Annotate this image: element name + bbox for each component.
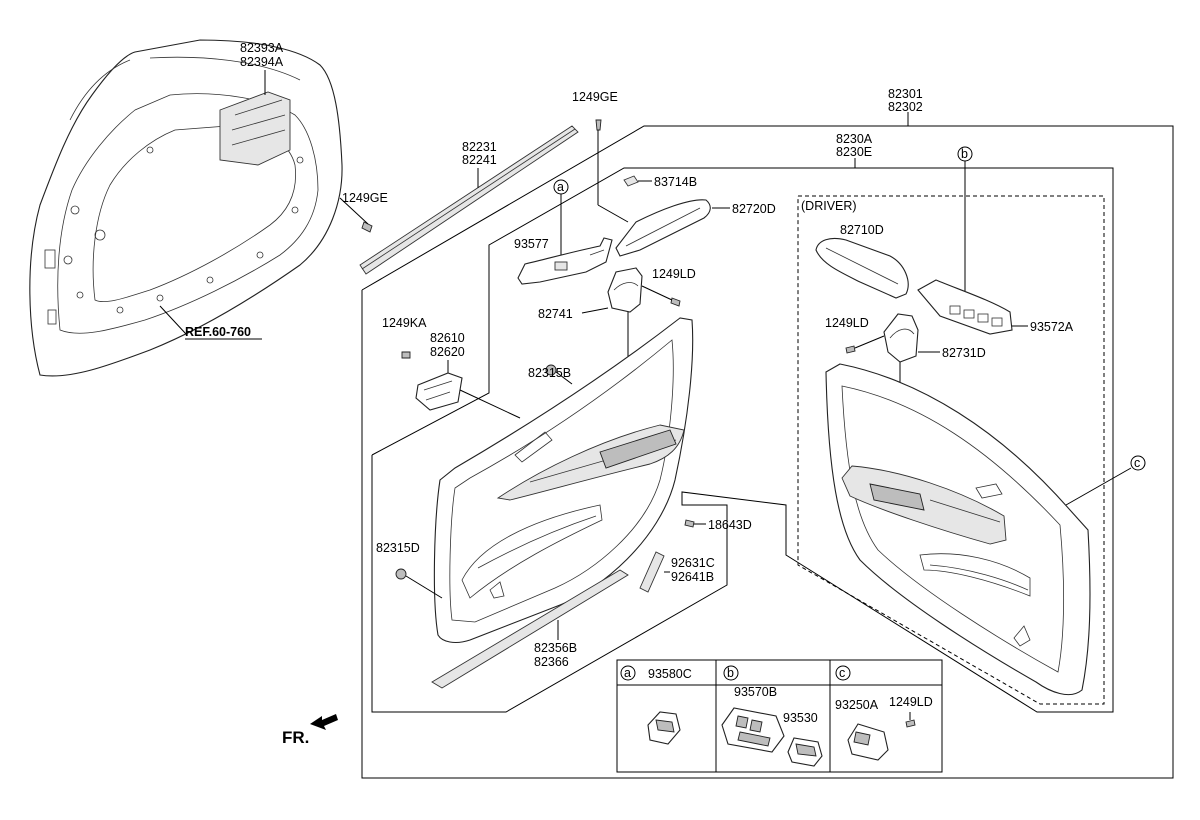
driver-door-trim: [825, 363, 1091, 696]
front-arrow-icon: [310, 714, 338, 730]
assembly-frames: [361, 112, 1174, 779]
label-82366: 82366: [534, 655, 569, 669]
label-83714B: 83714B: [654, 175, 697, 189]
legend-a-letter: a: [624, 666, 631, 680]
label-1249KA: 1249KA: [382, 316, 427, 330]
label-1249GE-left: 1249GE: [342, 191, 388, 205]
callout-a-letter: a: [557, 180, 564, 194]
door-inner-panel: [29, 39, 373, 377]
label-18643D: 18643D: [708, 518, 752, 532]
label-82301: 82301: [888, 87, 923, 101]
fr-text: FR.: [282, 728, 309, 747]
label-82356B: 82356B: [534, 641, 577, 655]
front-direction-marker: FR.: [282, 714, 338, 747]
label-82710D: 82710D: [840, 223, 884, 237]
label-82393A: 82393A: [240, 41, 284, 55]
label-1249LD-mid: 1249LD: [652, 267, 696, 281]
ref-text: REF.60-760: [185, 325, 251, 339]
legend-a-part: 93580C: [648, 667, 692, 681]
callout-c: [1130, 455, 1146, 471]
label-82720D: 82720D: [732, 202, 776, 216]
legend-c-letter: c: [839, 666, 845, 680]
label-82610: 82610: [430, 331, 465, 345]
weatherstrip: [359, 125, 579, 275]
label-93577: 93577: [514, 237, 549, 251]
ref-label: REF.60-760: [159, 305, 262, 340]
passenger-door-trim: [433, 317, 694, 644]
label-92641B: 92641B: [671, 570, 714, 584]
callout-c-letter: c: [1134, 456, 1140, 470]
label-1249GE-top: 1249GE: [572, 90, 618, 104]
legend-b-part2: 93530: [783, 711, 818, 725]
label-82741: 82741: [538, 307, 573, 321]
label-92631C: 92631C: [671, 556, 715, 570]
legend-c-part2: 1249LD: [889, 695, 933, 709]
legend-b-letter: b: [727, 666, 734, 680]
label-driver: (DRIVER): [801, 199, 857, 213]
label-8230A: 8230A: [836, 132, 873, 146]
label-82731D: 82731D: [942, 346, 986, 360]
label-1249LD-right: 1249LD: [825, 316, 869, 330]
label-82315D: 82315D: [376, 541, 420, 555]
label-82231: 82231: [462, 140, 497, 154]
label-82315B: 82315B: [528, 366, 571, 380]
callout-b-letter: b: [961, 147, 968, 161]
label-82241: 82241: [462, 153, 497, 167]
label-8230E: 8230E: [836, 145, 872, 159]
legend-c-part1: 93250A: [835, 698, 879, 712]
legend-table: a 93580C b c 93570B 93530 93250A 1249LD: [616, 659, 943, 773]
legend-b-part1: 93570B: [734, 685, 777, 699]
label-93572A: 93572A: [1030, 320, 1074, 334]
label-82620: 82620: [430, 345, 465, 359]
label-82394A: 82394A: [240, 55, 284, 69]
label-82302: 82302: [888, 100, 923, 114]
